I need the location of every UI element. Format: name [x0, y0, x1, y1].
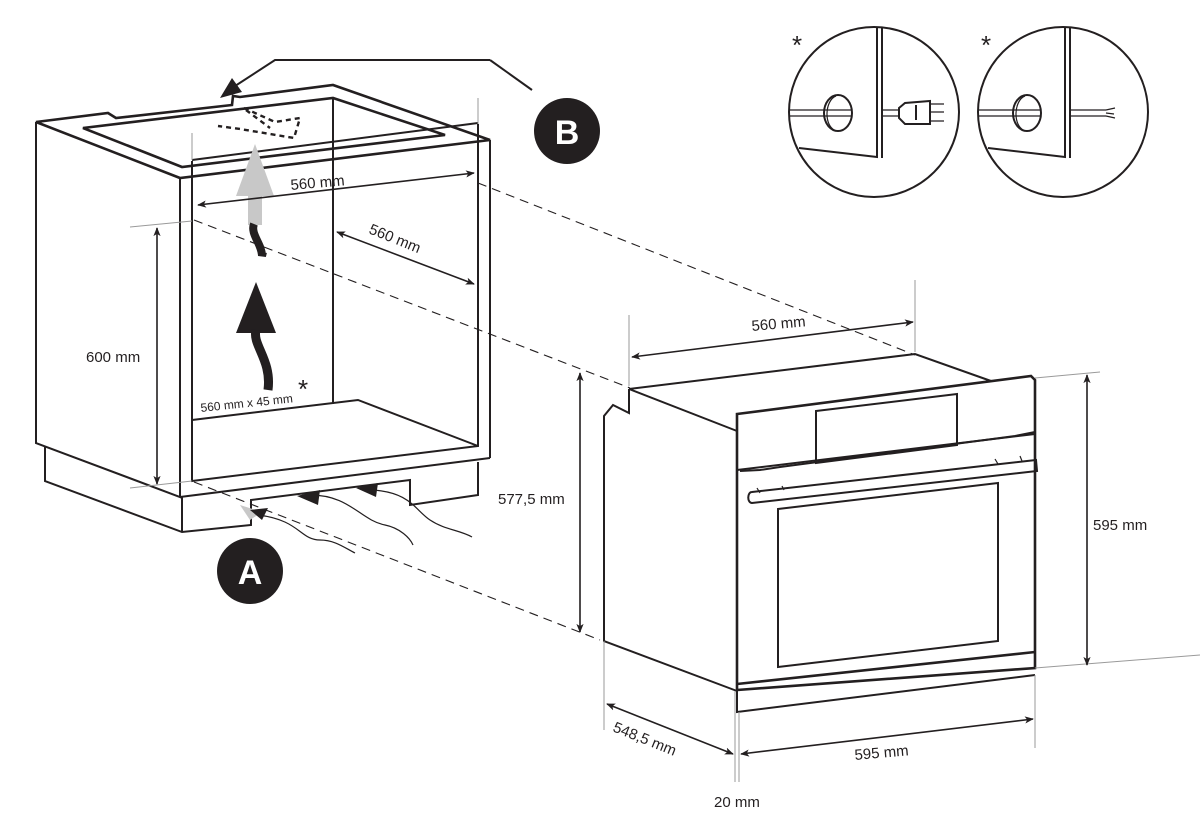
- intake-wave-1: [257, 514, 356, 554]
- detail-wire: *: [977, 26, 1149, 198]
- cabinet-left-side: [35, 122, 181, 499]
- wire-icon: [1105, 107, 1116, 119]
- control-panel-lip: [739, 431, 1036, 472]
- detail-plug-hole-shade: [826, 95, 837, 132]
- cabinet-plinth: [44, 446, 479, 534]
- detail-wire-hole-shade: [1015, 95, 1026, 132]
- intake-arrow-3: [356, 483, 378, 497]
- cabinet-top-outer: [35, 83, 491, 180]
- handle-bracket-2: [781, 485, 785, 491]
- top-vent-outline: [217, 106, 302, 140]
- cabinet-top-opening: [82, 96, 446, 169]
- badge-a: A: [217, 538, 283, 604]
- cabinet-height-label: 600 mm: [86, 349, 140, 366]
- plug-icon: [898, 99, 931, 125]
- cabinet: [35, 59, 533, 534]
- vent-marker: *: [298, 374, 308, 404]
- door-bottom-edge: [736, 650, 1036, 686]
- badge-a-label: A: [238, 554, 263, 592]
- intake-arrow-light: [240, 505, 262, 520]
- oven-front-height-label: 595 mm: [1093, 517, 1147, 534]
- intake-arrow-2: [297, 490, 320, 505]
- cabinet-depth-label: 560 mm: [367, 221, 424, 257]
- detail-plug-marker: *: [792, 30, 802, 60]
- oven-top-side-edge: [628, 388, 738, 432]
- oven-side-depth-dim: [606, 703, 734, 755]
- detail-wire-cabinet-edge: [987, 27, 1066, 159]
- detail-wire-hole: [1012, 94, 1042, 132]
- oven: [603, 352, 1039, 714]
- oven-side-depth-label: 548,5 mm: [611, 719, 679, 760]
- intake-wave-3: [371, 489, 473, 538]
- oven-front-width-dim: [740, 716, 1034, 757]
- detail-plug-hole: [823, 94, 853, 132]
- cabinet-width-dim: [197, 170, 475, 208]
- cabinet-depth-dim: [336, 231, 475, 285]
- cabinet-dimensions: 560 mm 560 mm 600 mm: [86, 98, 479, 489]
- airflow-arrow-dark-head: [236, 282, 276, 333]
- handle-bracket-3: [994, 458, 999, 465]
- cab-height-ext-top: [129, 220, 193, 228]
- plug-pins: [930, 103, 944, 122]
- cabinet-inner-opening: [191, 124, 479, 483]
- oven-body-height-label: 577,5 mm: [498, 491, 565, 508]
- display-window: [815, 392, 958, 465]
- detail-plug-cabinet-edge: [798, 27, 878, 159]
- detail-wire-circle: [977, 26, 1149, 198]
- door-glass: [777, 481, 999, 669]
- badge-b-circle: [534, 98, 600, 164]
- proj-line-mid: [193, 219, 631, 389]
- intake-arrow-1: [250, 508, 268, 520]
- detail-plug: *: [788, 26, 960, 198]
- door-handle: [747, 458, 1039, 505]
- b-leader-tail: [489, 59, 533, 91]
- cabinet-inner-top: [191, 122, 479, 161]
- cabinet-front-frame: [179, 457, 491, 498]
- oven-thickness-label: 20 mm: [714, 794, 760, 811]
- oven-front-ext-bottom: [1034, 654, 1200, 669]
- intake-wave-2: [309, 494, 414, 546]
- b-leader-arrowhead: [220, 78, 242, 98]
- airflow-arrow-dark-tail: [251, 328, 274, 391]
- oven-depth-top-label: 560 mm: [751, 313, 806, 335]
- oven-front-width-label: 595 mm: [854, 742, 909, 764]
- airflow: * 560 mm x 45 mm: [200, 144, 473, 554]
- oven-depth-top-dim: [631, 319, 914, 360]
- top-vent-outline-inner: [245, 109, 271, 129]
- oven-front-ext-top: [1034, 371, 1101, 379]
- b-leader-line: [231, 59, 490, 89]
- oven-front-panel: [735, 374, 1037, 692]
- detail-wire-marker: *: [981, 30, 991, 60]
- handle-bracket-4: [1019, 455, 1023, 462]
- cabinet-width-label: 560 mm: [290, 172, 345, 194]
- cab-height-ext-bottom: [129, 480, 193, 489]
- oven-side-body: [603, 389, 738, 692]
- proj-line-bottom: [193, 481, 601, 641]
- badge-b: B: [534, 98, 600, 164]
- vent-size-label: 560 mm x 45 mm: [200, 391, 294, 415]
- detail-plug-circle: [788, 26, 960, 198]
- projection-lines: [193, 182, 916, 641]
- cabinet-shelf: [191, 398, 479, 447]
- handle-bracket-1: [756, 487, 761, 494]
- badge-a-circle: [217, 538, 283, 604]
- oven-top-surface: [628, 352, 992, 390]
- oven-bottom-drawer: [736, 674, 1036, 714]
- badge-b-label: B: [555, 114, 580, 152]
- airflow-arrow-upper-tail: [249, 222, 267, 257]
